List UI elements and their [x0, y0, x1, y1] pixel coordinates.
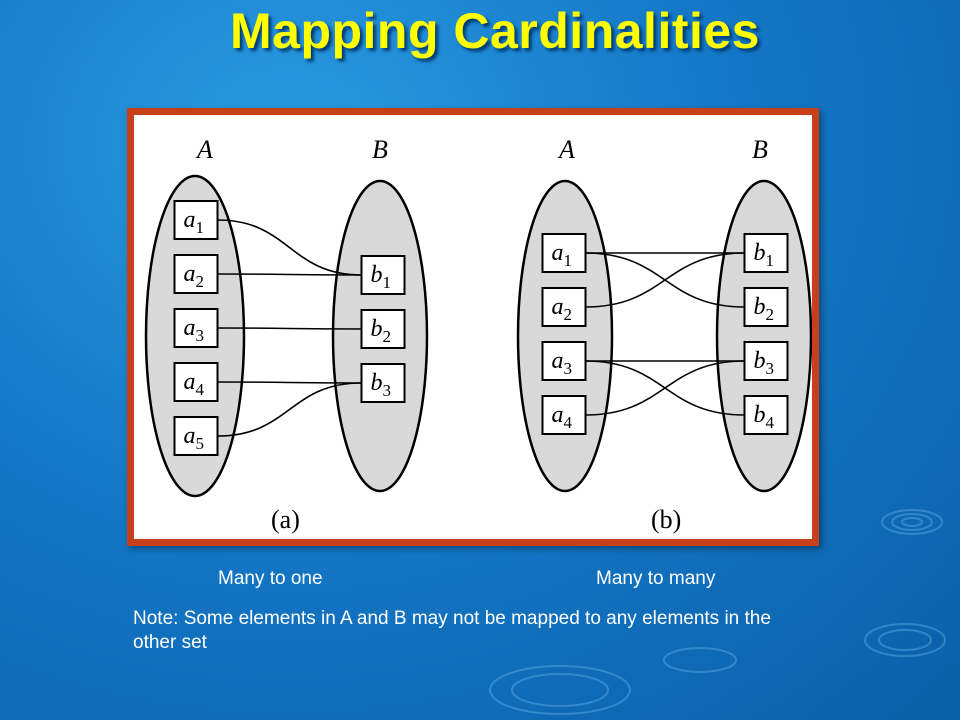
diagram_b-a-element: a1	[541, 233, 587, 273]
diagram_a-a-element: a1	[173, 200, 219, 240]
diagram_a-mapping-line	[217, 381, 362, 384]
diagram-b-caption-label: (b)	[651, 505, 681, 534]
mapping-diagram: A B a1 a2 a3 a4 a5 b1 b2 b3 (a) A B a1 a2 a3 a4 b1 b…	[144, 135, 812, 534]
diagram_b-a-element-box	[541, 341, 587, 381]
diagram_b-a-element-box	[541, 395, 587, 435]
footnote: Note: Some elements in A and B may not b…	[133, 608, 771, 653]
diagram-a-elements: a1 a2 a3 a4 a5 b1 b2 b3	[173, 200, 406, 456]
diagram_b-b-element-box	[743, 233, 789, 273]
diagram_a-a-element-box	[173, 308, 219, 348]
diagram_b-b-element-box	[743, 287, 789, 327]
diagram_b-a-element-box	[541, 287, 587, 327]
diagram-a-set-a-label: A	[195, 135, 213, 164]
diagram-b: A B a1 a2 a3 a4 b1 b2 b3 b4 (b)	[516, 135, 812, 534]
diagram_b-mapping-line	[585, 360, 745, 416]
diagram_b-b-element-box	[743, 341, 789, 381]
diagram_a-a-element-box	[173, 416, 219, 456]
diagram_a-mapping-line	[217, 382, 362, 437]
diagram-canvas: A B a1 a2 a3 a4 a5 b1 b2 b3 (a) A B a1 a2 a3 a4 b1 b…	[134, 115, 812, 539]
diagram_a-b-element: b3	[360, 363, 406, 403]
diagram_a-b-element: b2	[360, 309, 406, 349]
diagram_b-a-element: a2	[541, 287, 587, 327]
diagram_a-b-element: b1	[360, 255, 406, 295]
diagram_a-a-element: a5	[173, 416, 219, 456]
diagram-b-set-a-ellipse	[516, 179, 614, 493]
diagram_a-mapping-line	[217, 273, 362, 276]
diagram-a: A B a1 a2 a3 a4 a5 b1 b2 b3 (a)	[144, 135, 429, 534]
slide-title: Mapping Cardinalities	[229, 3, 760, 59]
diagram-a-mapping-lines	[217, 219, 362, 437]
diagram-b-set-b-ellipse	[715, 179, 812, 493]
diagram_b-a-element-box	[541, 233, 587, 273]
diagram_b-b-element: b3	[743, 341, 789, 381]
diagram-b-elements: a1 a2 a3 a4 b1 b2 b3 b4	[541, 233, 789, 435]
diagram_b-b-element-box	[743, 395, 789, 435]
diagram_b-a-element: a4	[541, 395, 587, 435]
diagram_b-b-element: b4	[743, 395, 789, 435]
diagram_a-a-element: a2	[173, 254, 219, 294]
diagram-b-set-b-label: B	[752, 135, 768, 164]
diagram_a-a-element-box	[173, 362, 219, 402]
diagram-b-mapping-lines	[585, 252, 745, 416]
diagram_a-b-element-box	[360, 255, 406, 295]
diagram_a-mapping-line	[217, 219, 362, 276]
diagram_b-mapping-line	[585, 252, 745, 308]
caption-many-to-many: Many to many	[596, 568, 716, 589]
diagram-b-set-a-label: A	[557, 135, 575, 164]
diagram_a-a-element-box	[173, 200, 219, 240]
diagram_a-b-element-box	[360, 363, 406, 403]
diagram_b-b-element: b1	[743, 233, 789, 273]
diagram_a-a-element: a3	[173, 308, 219, 348]
diagram_a-b-element-box	[360, 309, 406, 349]
diagram_b-b-element: b2	[743, 287, 789, 327]
diagram_b-a-element: a3	[541, 341, 587, 381]
diagram-panel: A B a1 a2 a3 a4 a5 b1 b2 b3 (a) A B a1 a2 a3 a4 b1 b…	[127, 108, 819, 546]
diagram-a-caption-label: (a)	[271, 505, 300, 534]
diagram_a-mapping-line	[217, 327, 362, 330]
diagram-a-set-b-label: B	[372, 135, 388, 164]
diagram_a-a-element-box	[173, 254, 219, 294]
diagram_a-a-element: a4	[173, 362, 219, 402]
caption-many-to-one: Many to one	[218, 568, 323, 589]
